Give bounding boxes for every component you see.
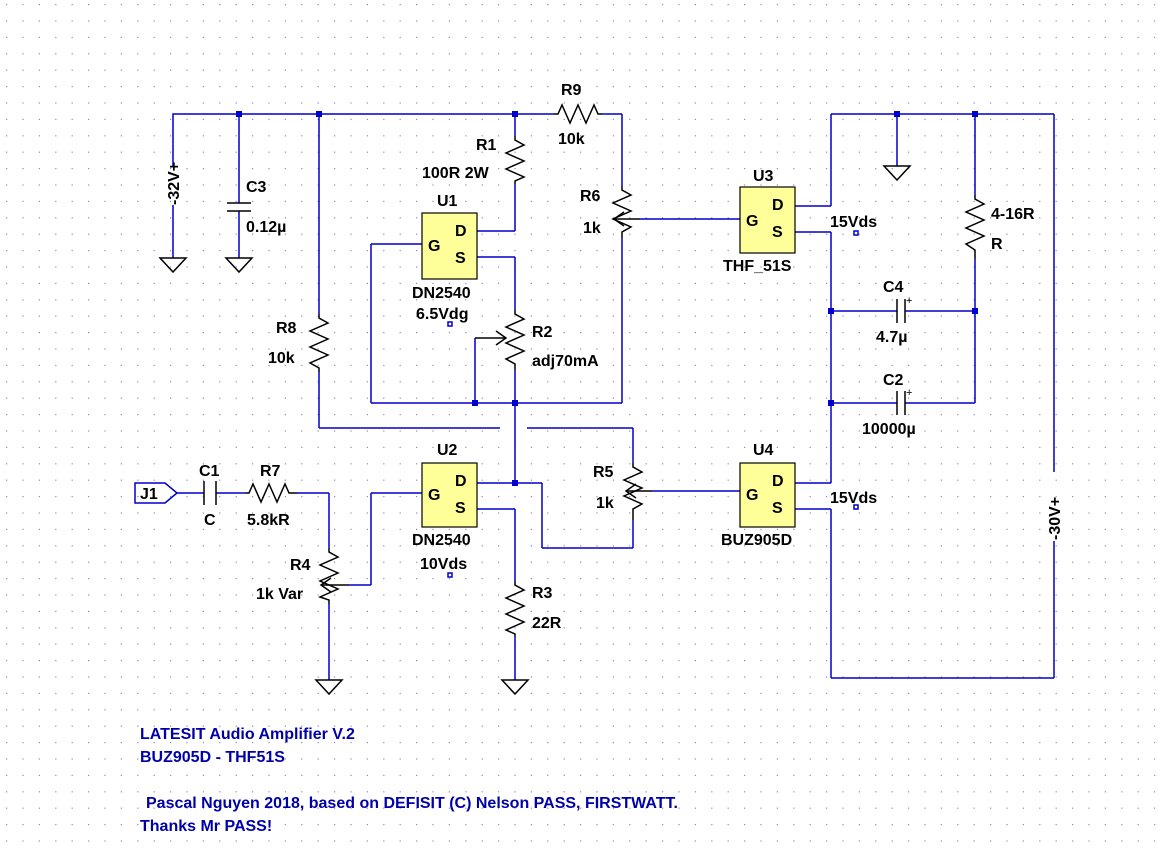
r5-potentiometer[interactable] (622, 463, 652, 520)
c4-plus-mark: + (906, 295, 912, 307)
r9-resistor[interactable] (554, 103, 602, 125)
c2-value: 10000µ (862, 421, 916, 438)
u3-ref: U3 (753, 168, 774, 185)
note-subtitle: BUZ905D - THF51S (140, 749, 285, 766)
u3-pin-g: G (746, 213, 758, 230)
u3-pin-d: D (772, 197, 784, 214)
load-resistor[interactable] (964, 195, 986, 259)
r8-resistor[interactable] (308, 314, 330, 372)
note-title: LATESIT Audio Amplifier V.2 (140, 726, 355, 743)
r8-ref: R8 (276, 320, 297, 337)
u2-part: DN2540 (412, 532, 471, 549)
u1-note: 6.5Vdg (416, 306, 468, 323)
r4-value: 1k Var (256, 586, 303, 603)
c2-capacitor[interactable] (896, 391, 906, 415)
j1-label: J1 (140, 486, 158, 503)
c4-capacitor[interactable] (896, 299, 906, 323)
u4-mosfet[interactable] (739, 462, 796, 528)
r7-resistor[interactable] (245, 482, 297, 504)
u2-pin-g: G (428, 487, 440, 504)
u4-pin-g: G (746, 487, 758, 504)
supply-neg30-label: -30V+ (1047, 497, 1064, 540)
r1-ref: R1 (476, 137, 497, 154)
c4-ref: C4 (883, 279, 904, 296)
r2-ref: R2 (532, 324, 553, 341)
note-thanks: Thanks Mr PASS! (140, 818, 272, 835)
c1-capacitor[interactable] (203, 481, 217, 505)
c3-value: 0.12µ (246, 219, 286, 236)
load-ref: R (991, 236, 1003, 253)
u3-note: 15Vds (830, 214, 877, 231)
u4-pin-s: S (772, 500, 783, 517)
r7-value: 5.8kR (247, 512, 290, 529)
u2-pin-s: S (455, 500, 466, 517)
u2-pin-d: D (455, 473, 467, 490)
r5-ref: R5 (593, 464, 614, 481)
u2-ref: U2 (437, 442, 458, 459)
r6-value: 1k (583, 220, 601, 237)
ground-symbols (158, 165, 912, 696)
c3-ref: C3 (246, 179, 267, 196)
u1-pin-d: D (455, 223, 467, 240)
r5-value: 1k (596, 495, 614, 512)
r6-potentiometer[interactable] (611, 186, 640, 238)
u1-pin-g: G (428, 238, 440, 255)
r4-ref: R4 (290, 557, 311, 574)
r6-ref: R6 (580, 188, 601, 205)
load-value: 4-16R (991, 206, 1035, 223)
r2-value: adj70mA (532, 353, 599, 370)
c1-value: C (204, 512, 216, 529)
c1-ref: C1 (199, 463, 220, 480)
r9-value: 10k (558, 131, 585, 148)
r3-value: 22R (532, 615, 562, 632)
r8-value: 10k (268, 350, 295, 367)
c4-value: 4.7µ (876, 329, 907, 346)
u4-pin-d: D (772, 473, 784, 490)
r4-potentiometer[interactable] (317, 548, 349, 604)
u1-mosfet[interactable] (421, 212, 478, 280)
u3-pin-s: S (772, 224, 783, 241)
c3-capacitor[interactable] (227, 202, 251, 212)
probe-markers (447, 230, 859, 578)
r1-value: 100R 2W (422, 165, 490, 182)
r9-ref: R9 (561, 82, 582, 99)
u2-note: 10Vds (420, 556, 467, 573)
u2-mosfet[interactable] (421, 462, 478, 528)
u3-part: THF_51S (723, 258, 792, 275)
r3-ref: R3 (532, 585, 553, 602)
u1-part: DN2540 (412, 285, 471, 302)
grid-dots (6, 4, 1156, 842)
supply-neg32-label: -32V+ (166, 162, 183, 205)
u1-pin-s: S (455, 250, 466, 267)
j1-input-port[interactable] (134, 482, 179, 504)
u4-part: BUZ905D (721, 532, 792, 549)
junctions (236, 111, 978, 486)
r2-potentiometer[interactable] (475, 310, 526, 370)
c2-ref: C2 (883, 372, 904, 389)
u4-ref: U4 (753, 442, 774, 459)
r1-resistor[interactable] (504, 136, 526, 184)
c2-plus-mark: + (906, 387, 912, 399)
note-credit: Pascal Nguyen 2018, based on DEFISIT (C)… (146, 795, 678, 812)
r7-ref: R7 (260, 463, 281, 480)
u4-note: 15Vds (830, 490, 877, 507)
r3-resistor[interactable] (504, 581, 526, 637)
u1-ref: U1 (437, 193, 458, 210)
u3-mosfet[interactable] (739, 186, 796, 254)
wires (172, 113, 1055, 680)
